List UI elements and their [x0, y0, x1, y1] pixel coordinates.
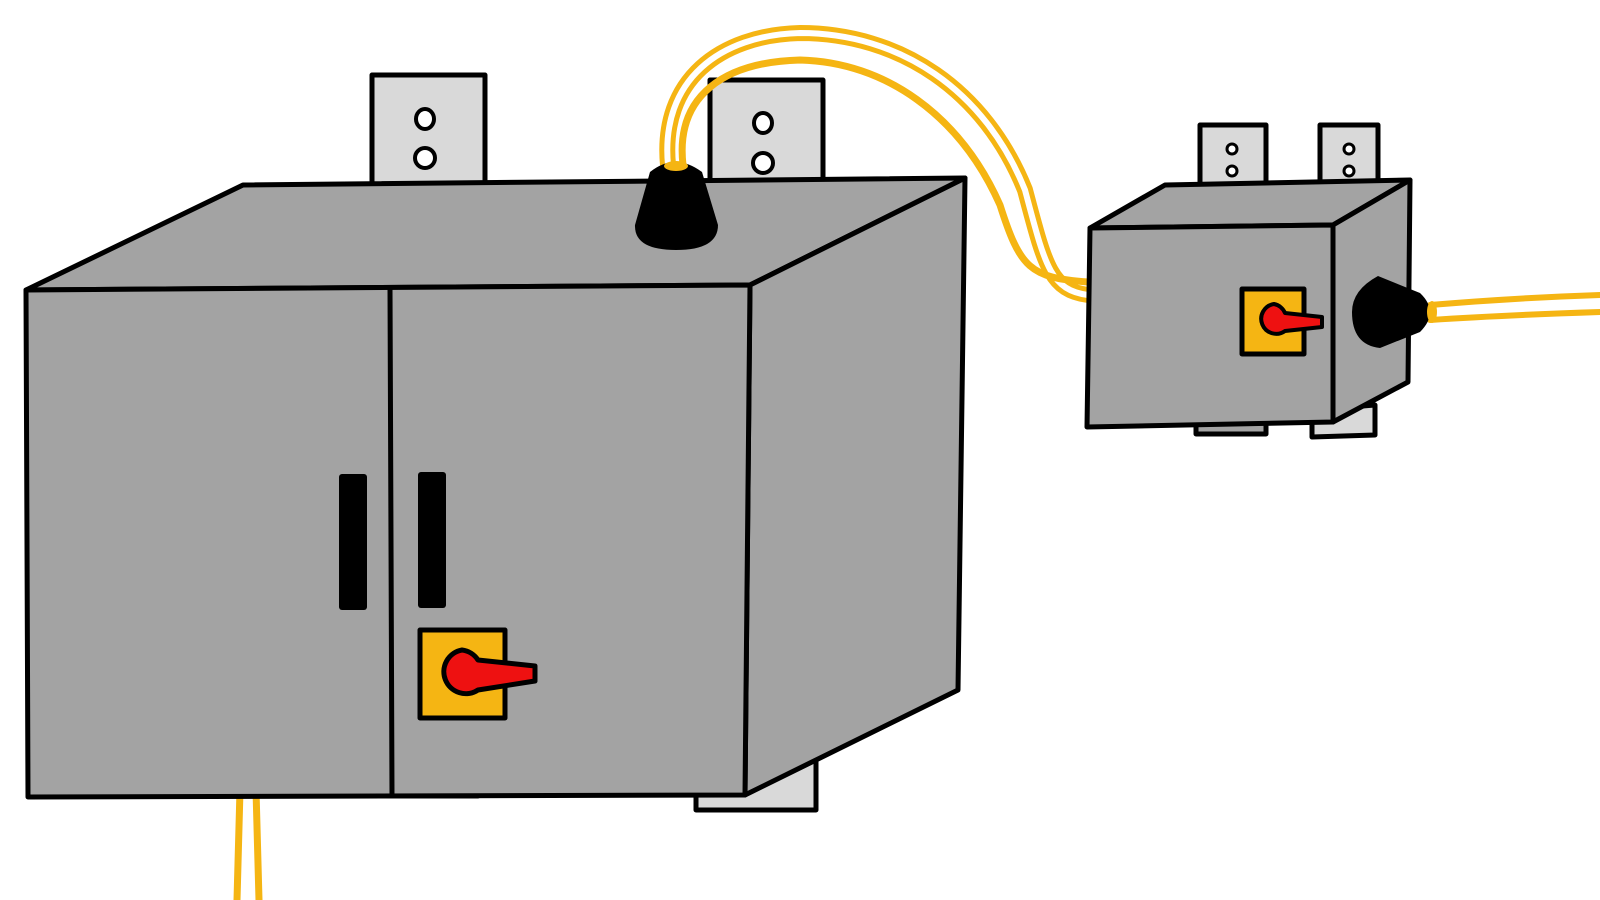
- grommet-body: [1352, 276, 1430, 348]
- bracket-hole-icon: [752, 111, 774, 135]
- bottom-cable-outer: [233, 786, 263, 900]
- bracket-hole-icon: [1342, 142, 1356, 156]
- connecting-cable: [659, 25, 1096, 303]
- connecting-cable-core: [664, 30, 1091, 298]
- main-cabinet-side: [742, 175, 968, 798]
- grommet-opening: [1427, 301, 1437, 323]
- bracket-hole-icon: [413, 146, 437, 170]
- connecting-cable-strand: [678, 56, 1092, 286]
- switch-handle: [1259, 302, 1324, 336]
- small-enclosure-front: [1084, 222, 1336, 430]
- main-cabinet-brackets: [369, 72, 826, 193]
- bracket-hole-icon: [1342, 164, 1356, 178]
- bracket-hole-icon: [1225, 142, 1239, 156]
- door-seam: [387, 285, 395, 799]
- bracket-hole-icon: [414, 107, 436, 131]
- switch-handle: [441, 647, 538, 697]
- rotary-disconnect-switch-icon: [417, 627, 538, 721]
- cable-grommet-icon: [1352, 276, 1437, 348]
- door-handle-left: [339, 474, 367, 610]
- bracket-hole-icon: [1225, 164, 1239, 178]
- grommet-body: [634, 162, 718, 250]
- bottom-cable: [233, 786, 263, 900]
- door-handle-right: [418, 472, 446, 608]
- bracket-hole-icon: [751, 151, 775, 175]
- outgoing-cable-outer-2: [1427, 309, 1600, 323]
- outgoing-cable-outer: [1427, 292, 1600, 308]
- cable-grommet-icon: [634, 161, 718, 250]
- rotary-disconnect-switch-icon: [1239, 286, 1324, 357]
- outgoing-cable: [1427, 292, 1600, 323]
- grommet-opening: [664, 161, 688, 171]
- main-cabinet: [23, 175, 968, 800]
- small-enclosure: [1084, 122, 1413, 440]
- main-cabinet-front: [23, 282, 753, 800]
